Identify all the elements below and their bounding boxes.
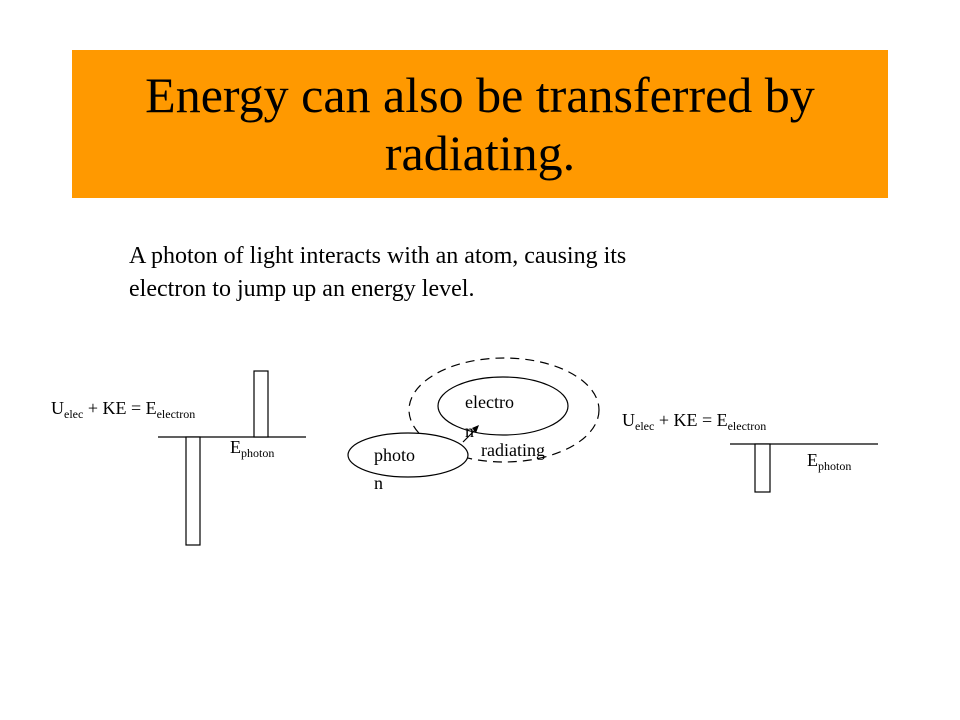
right-down-bar bbox=[754, 443, 771, 493]
electron-label-line-2: n bbox=[465, 421, 474, 441]
right-ephoton-label: Ephoton bbox=[807, 450, 851, 474]
body-line-2: electron to jump up an energy level. bbox=[129, 276, 475, 302]
radiating-label: radiating bbox=[481, 440, 545, 460]
title-line-2: radiating. bbox=[384, 125, 576, 181]
body-line-1: A photon of light interacts with an atom… bbox=[129, 243, 627, 269]
right-eq-u-sub: elec bbox=[635, 419, 655, 433]
electron-label-line-1: electro bbox=[465, 392, 514, 412]
body-text: A photon of light interacts with an atom… bbox=[129, 240, 829, 306]
radiating-arrow-line bbox=[462, 428, 477, 443]
radiating-arrow-head bbox=[472, 425, 479, 433]
right-eq-mid: + KE = E bbox=[654, 410, 728, 430]
left-up-bar bbox=[253, 370, 269, 438]
left-eq-u-sub: elec bbox=[64, 407, 84, 421]
title-banner: Energy can also be transferred by radiat… bbox=[72, 50, 888, 198]
left-ephoton-e: E bbox=[230, 437, 241, 457]
right-eq-u: U bbox=[622, 410, 635, 430]
right-ephoton-sub: photon bbox=[818, 459, 852, 473]
left-ephoton-label: Ephoton bbox=[230, 437, 274, 461]
orbit-dashed-ellipse bbox=[408, 357, 600, 463]
left-eq-mid: + KE = E bbox=[83, 398, 157, 418]
left-eq-e-sub: electron bbox=[156, 407, 196, 421]
photon-label-line-1: photo bbox=[374, 445, 416, 465]
left-down-bar bbox=[185, 436, 201, 546]
photon-label-line-2: n bbox=[374, 473, 383, 493]
electron-ellipse bbox=[437, 376, 569, 436]
left-eq-u: U bbox=[51, 398, 64, 418]
right-energy-equation: Uelec + KE = Eelectron bbox=[622, 410, 766, 434]
title-line-1: Energy can also be transferred by bbox=[145, 67, 815, 123]
photon-ellipse bbox=[347, 432, 469, 478]
right-ephoton-e: E bbox=[807, 450, 818, 470]
left-ephoton-sub: photon bbox=[241, 446, 275, 460]
right-eq-e-sub: electron bbox=[727, 419, 767, 433]
left-energy-equation: Uelec + KE = Eelectron bbox=[51, 398, 195, 422]
